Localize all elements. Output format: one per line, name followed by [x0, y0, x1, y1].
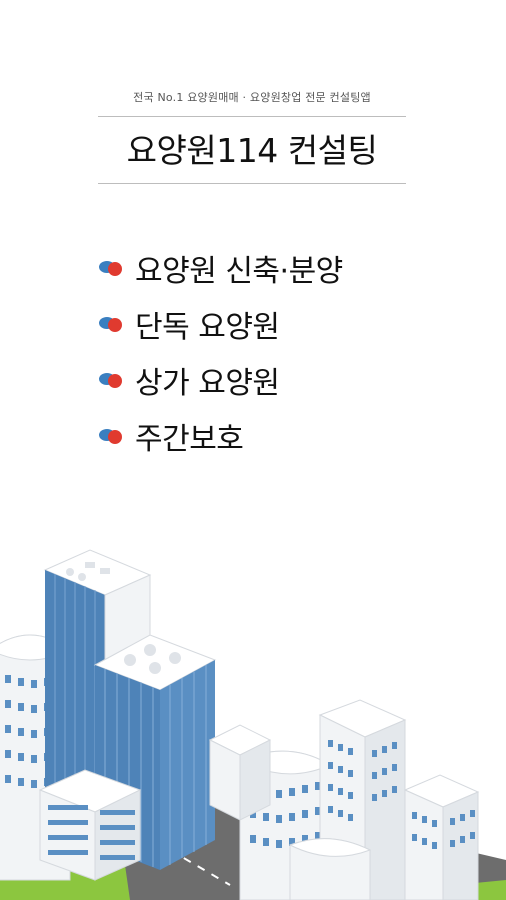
menu-item-new-build-sale[interactable]: 요양원 신축·분양 — [98, 240, 343, 296]
red-blue-dot-icon — [98, 370, 128, 390]
isometric-city-illustration — [0, 549, 506, 900]
menu-item-label: 요양원 신축·분양 — [135, 254, 343, 289]
menu-item-commercial-nursing-home[interactable]: 상가 요양원 — [98, 352, 343, 408]
red-blue-dot-icon — [98, 314, 128, 334]
menu-item-day-care[interactable]: 주간보호 — [98, 408, 343, 464]
menu-item-detached-nursing-home[interactable]: 단독 요양원 — [98, 296, 343, 352]
red-blue-dot-icon — [98, 258, 128, 278]
service-menu: 요양원 신축·분양 단독 요양원 상가 요양원 주간보호 — [98, 240, 343, 464]
header-divider-bottom — [98, 183, 406, 184]
red-blue-dot-icon — [98, 426, 128, 446]
header-divider-top — [98, 116, 406, 117]
menu-item-label: 단독 요양원 — [135, 310, 280, 345]
menu-item-label: 상가 요양원 — [135, 366, 280, 401]
app-tagline: 전국 No.1 요양원매매 · 요양원창업 전문 컨설팅앱 — [133, 91, 371, 104]
app-title: 요양원114 컨설팅 — [126, 131, 378, 170]
header: 전국 No.1 요양원매매 · 요양원창업 전문 컨설팅앱 요양원114 컨설팅 — [98, 88, 406, 184]
menu-item-label: 주간보호 — [135, 422, 244, 457]
